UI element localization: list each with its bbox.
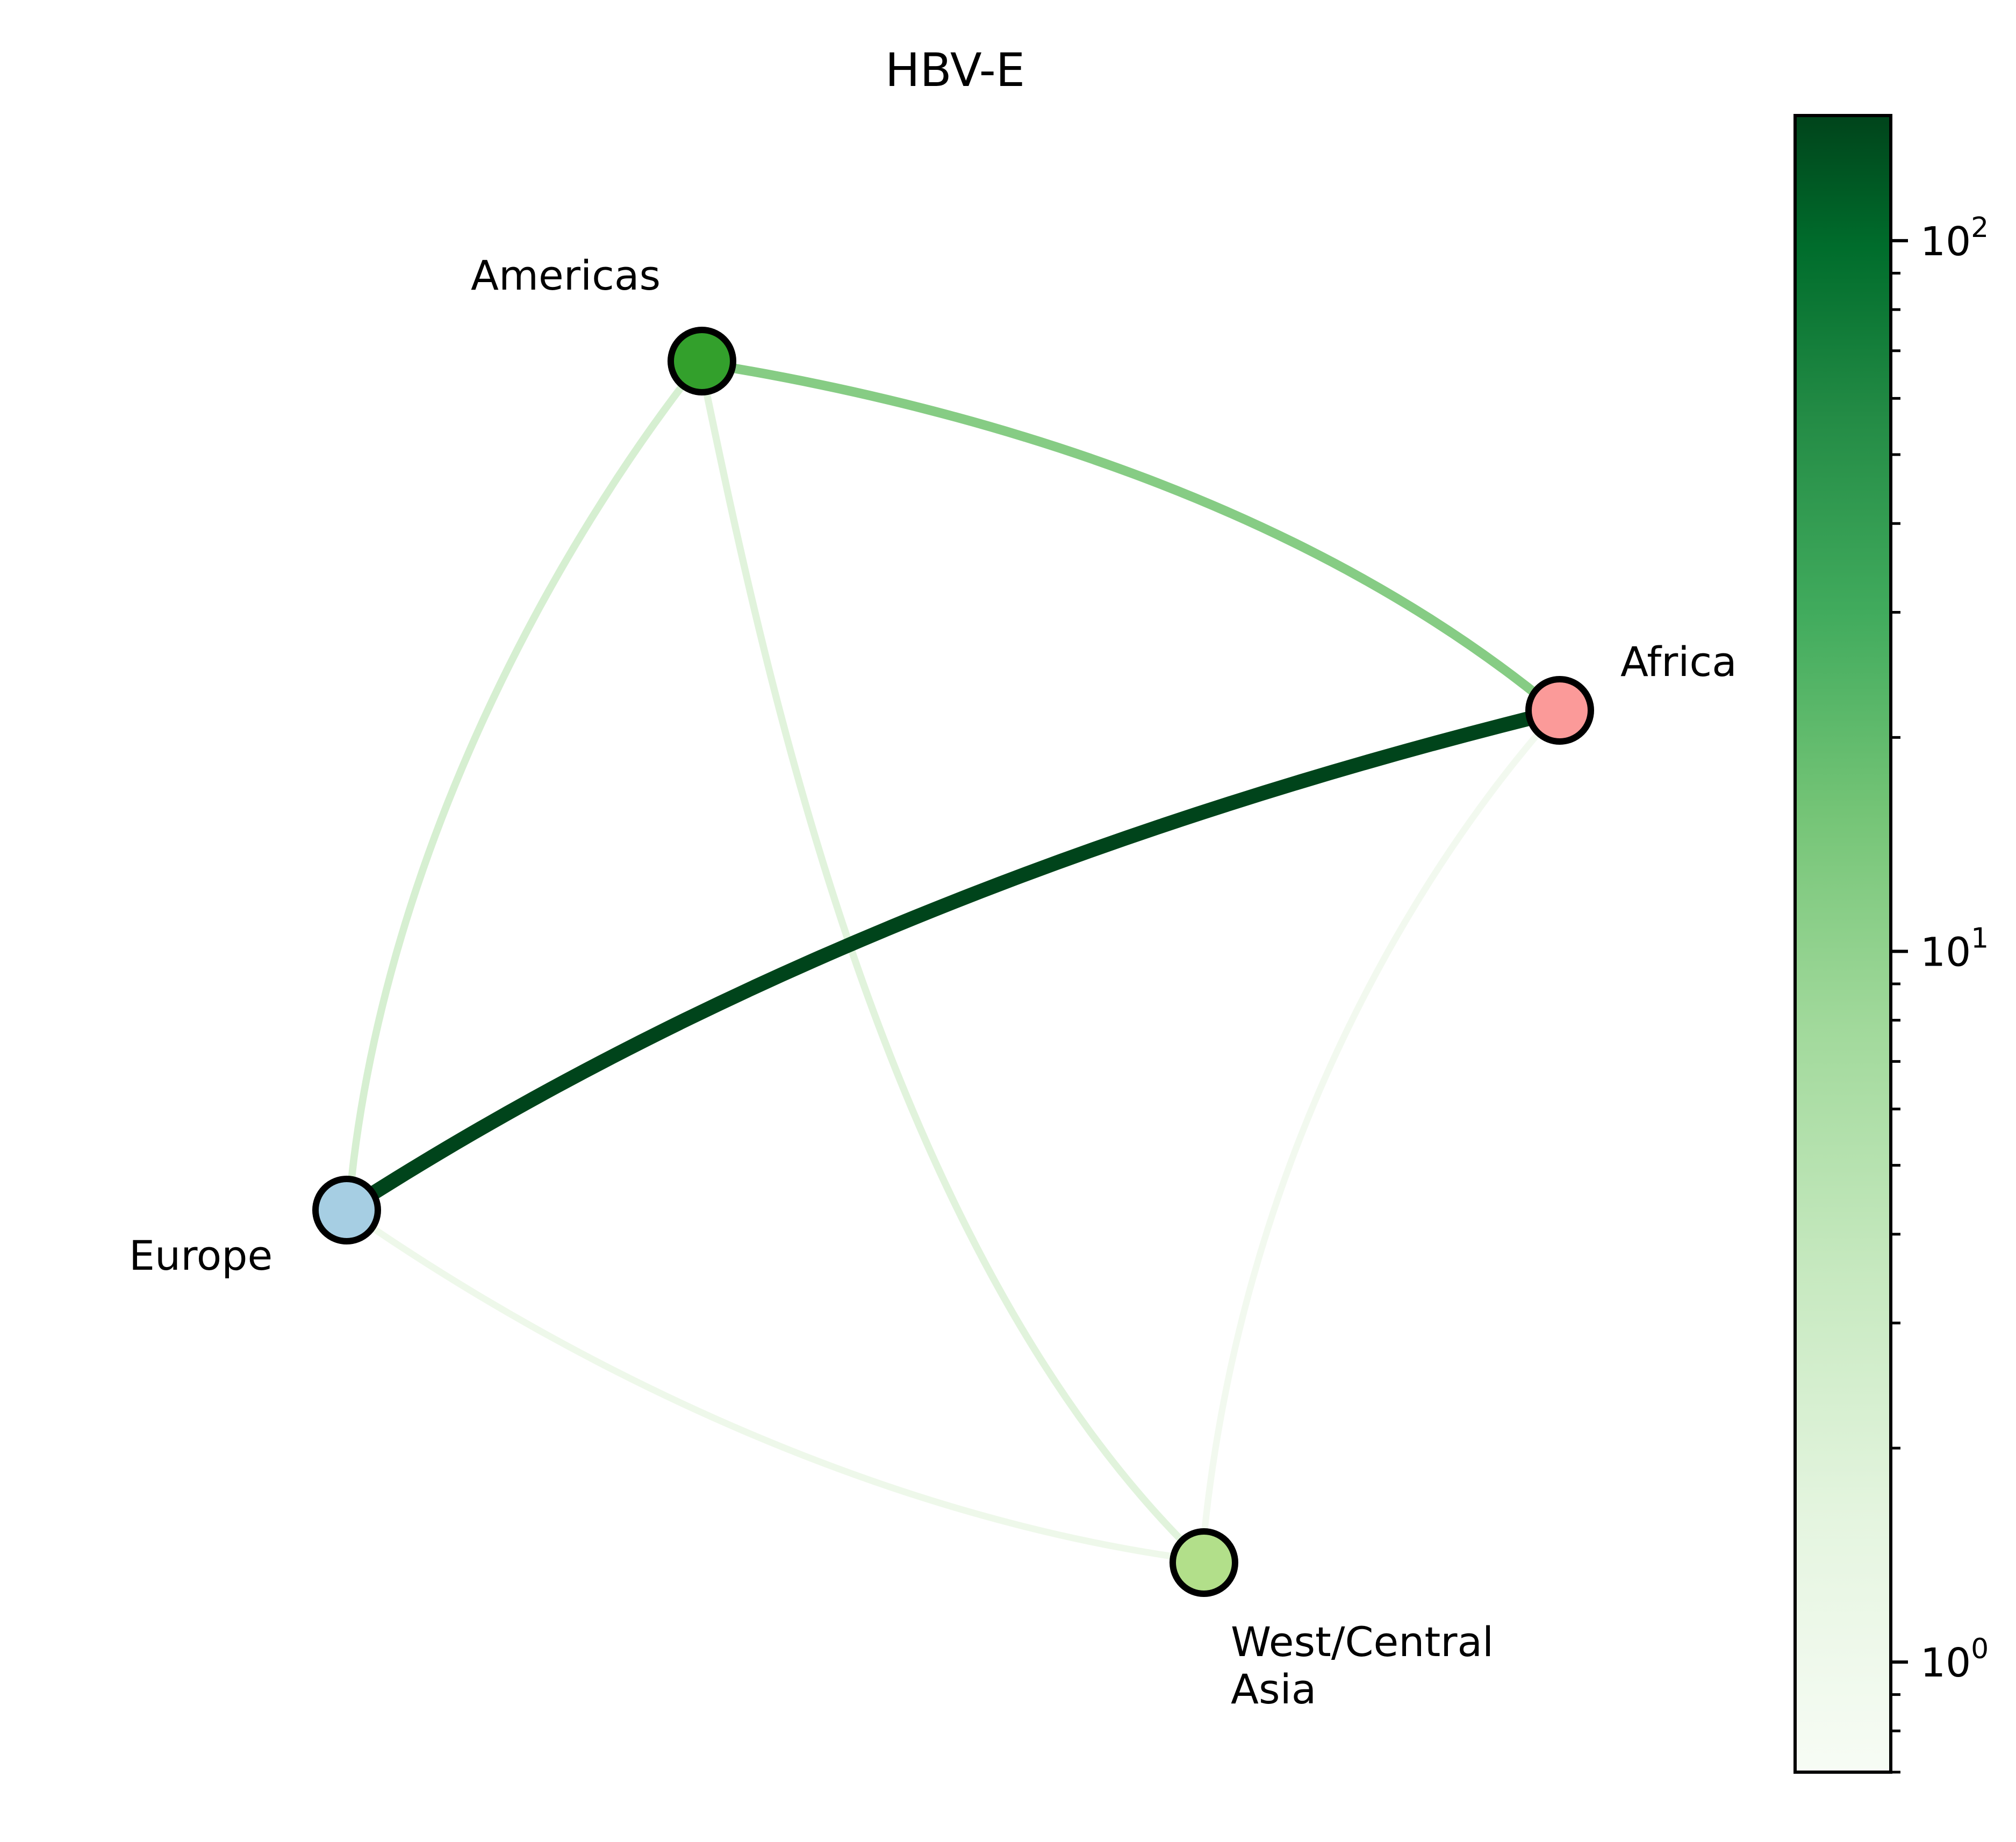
- colorbar-tick-base: 10: [1920, 1640, 1971, 1686]
- node-westcentralasia: [1170, 1528, 1238, 1597]
- node-europe: [312, 1176, 381, 1244]
- node-label-africa: Africa: [1620, 638, 1737, 686]
- edge-africa-westcentralasia: [1198, 709, 1560, 1561]
- node-label-westcentralasia-line2: Asia: [1231, 1665, 1316, 1713]
- colorbar-tick-exponent: 0: [1971, 1633, 1989, 1665]
- edge-americas-africa: [699, 358, 1561, 715]
- chart-title: HBV-E: [885, 44, 1025, 97]
- node-labels-layer: Americas Africa Europe West/Central Asia: [129, 251, 1737, 1713]
- colorbar-tick-base: 10: [1920, 930, 1971, 976]
- edge-europe-westcentralasia: [345, 1207, 1202, 1564]
- nodes-layer: [312, 327, 1594, 1597]
- colorbar-tick-label: 102: [1920, 212, 1989, 265]
- colorbar-gradient: [1793, 114, 1892, 1774]
- node-africa: [1525, 676, 1594, 745]
- node-label-europe: Europe: [129, 1232, 272, 1279]
- node-label-americas: Americas: [471, 251, 661, 299]
- colorbar-tick-label: 101: [1920, 923, 1989, 976]
- node-label-westcentralasia-line1: West/Central: [1231, 1618, 1494, 1666]
- colorbar-tick-label: 100: [1920, 1633, 1989, 1686]
- colorbar-minor-ticks: [1891, 271, 1900, 1774]
- node-americas: [668, 327, 736, 395]
- colorbar-tick-exponent: 2: [1971, 212, 1989, 244]
- colorbar-tick-base: 10: [1920, 219, 1971, 265]
- edge-americas-europe: [345, 360, 704, 1207]
- edge-americas-westcentralasia: [697, 362, 1204, 1563]
- node-label-westcentralasia: West/Central Asia: [1231, 1618, 1506, 1713]
- edges-layer: [342, 358, 1561, 1564]
- colorbar-tick-exponent: 1: [1971, 923, 1989, 955]
- edge-europe-africa: [342, 704, 1560, 1217]
